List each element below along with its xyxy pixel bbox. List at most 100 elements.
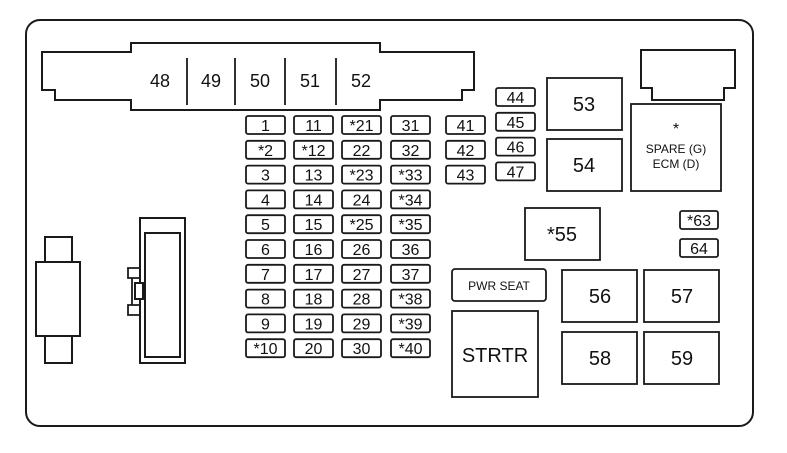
fuse-13-label: 13 bbox=[305, 168, 323, 185]
fuse-27-label: 27 bbox=[353, 267, 371, 284]
fuse-7-label: 7 bbox=[261, 267, 270, 284]
fuse-9 bbox=[245, 313, 286, 334]
top-right-connector-outline bbox=[640, 49, 736, 101]
fuse-31-label: 31 bbox=[402, 118, 420, 135]
relay-56 bbox=[561, 269, 638, 323]
fuse-30-label: 30 bbox=[353, 341, 371, 358]
fuse-star-38-label: *38 bbox=[398, 292, 422, 309]
fuse-43 bbox=[445, 164, 486, 185]
strtr-relay bbox=[451, 310, 539, 398]
fuse-63-label: *63 bbox=[687, 213, 711, 230]
pwr-seat-label: PWR SEAT bbox=[468, 279, 530, 293]
fuse-3 bbox=[245, 164, 286, 185]
fuse-star-25-label: *25 bbox=[349, 217, 373, 234]
fuse-22 bbox=[341, 139, 382, 160]
fuse-47-label: 47 bbox=[507, 164, 525, 181]
fuse-19-label: 19 bbox=[305, 316, 323, 333]
fuse-46-label: 46 bbox=[507, 140, 525, 157]
top-connector-outline bbox=[41, 42, 475, 111]
left-module-clip bbox=[127, 267, 140, 316]
relay-57-label: 57 bbox=[671, 286, 693, 308]
fuse-8-label: 8 bbox=[261, 292, 270, 309]
fuse-5 bbox=[245, 214, 286, 235]
fuse-42-label: 42 bbox=[457, 143, 475, 160]
left-module-tab bbox=[134, 282, 144, 300]
fuse-31 bbox=[390, 115, 431, 135]
relay-55 bbox=[524, 207, 601, 261]
fuse-star-12 bbox=[293, 139, 334, 160]
relay-59-label: 59 bbox=[671, 348, 693, 370]
fuse-41 bbox=[445, 115, 486, 135]
connector-label-48: 48 bbox=[150, 71, 170, 91]
fuse-1 bbox=[245, 115, 286, 135]
fuse-7 bbox=[245, 263, 286, 284]
fuse-42 bbox=[445, 139, 486, 160]
fuse-64 bbox=[679, 238, 719, 258]
fuse-20-label: 20 bbox=[305, 341, 323, 358]
relay-54 bbox=[546, 138, 623, 192]
fuse-6-label: 6 bbox=[261, 242, 270, 259]
connector-label-50: 50 bbox=[250, 71, 270, 91]
fuse-64-label: 64 bbox=[690, 241, 708, 258]
relay-57 bbox=[643, 269, 720, 323]
connector-label-49: 49 bbox=[201, 71, 221, 91]
fuse-4 bbox=[245, 189, 286, 210]
fuse-26-label: 26 bbox=[353, 242, 371, 259]
connector-label-52: 52 bbox=[351, 71, 371, 91]
fuse-43-label: 43 bbox=[457, 168, 475, 185]
fuse-star-2-label: *2 bbox=[258, 143, 273, 160]
fuse-1-label: 1 bbox=[261, 118, 270, 135]
fuse-17 bbox=[293, 263, 334, 284]
fuse-16 bbox=[293, 239, 334, 259]
fuse-46 bbox=[495, 136, 536, 157]
fuse-29 bbox=[341, 313, 382, 334]
fuse-20 bbox=[293, 338, 334, 359]
fuse-27 bbox=[341, 263, 382, 284]
fuse-37 bbox=[390, 263, 431, 284]
fuse-star-40 bbox=[390, 338, 431, 359]
relay-58-label: 58 bbox=[589, 348, 611, 370]
fuse-star-34-label: *34 bbox=[398, 192, 422, 209]
relay-59 bbox=[643, 331, 720, 385]
fuse-36-label: 36 bbox=[402, 242, 420, 259]
fuse-star-40-label: *40 bbox=[398, 341, 422, 358]
left-module-inner bbox=[144, 232, 181, 358]
fuse-45-label: 45 bbox=[507, 115, 525, 132]
fuse-36 bbox=[390, 239, 431, 259]
fuse-14-label: 14 bbox=[305, 192, 323, 209]
spare-line1: SPARE (G) bbox=[646, 142, 706, 156]
fuse-28 bbox=[341, 288, 382, 309]
spare-line2: ECM (D) bbox=[653, 157, 700, 171]
relay-53-label: 53 bbox=[573, 94, 595, 116]
fuse-44 bbox=[495, 87, 536, 107]
fuse-44-label: 44 bbox=[507, 90, 525, 107]
fuse-11 bbox=[293, 115, 334, 135]
fuse-63 bbox=[679, 210, 719, 230]
fuse-6 bbox=[245, 239, 286, 259]
relay-58 bbox=[561, 331, 638, 385]
connector-label-51: 51 bbox=[300, 71, 320, 91]
fuse-47 bbox=[495, 161, 536, 182]
pwr-seat-fuse bbox=[451, 268, 547, 302]
fuse-star-33-label: *33 bbox=[398, 168, 422, 185]
fuse-star-25 bbox=[341, 214, 382, 235]
fuse-14 bbox=[293, 189, 334, 210]
fuse-star-10 bbox=[245, 338, 286, 359]
fuse-11-label: 11 bbox=[305, 118, 322, 135]
fuse-star-21-label: *21 bbox=[349, 118, 373, 135]
fuse-13 bbox=[293, 164, 334, 185]
fuse-24 bbox=[341, 189, 382, 210]
fuse-29-label: 29 bbox=[353, 316, 371, 333]
fuse-9-label: 9 bbox=[261, 316, 270, 333]
left-connector-body bbox=[35, 261, 81, 337]
fuse-37-label: 37 bbox=[402, 267, 420, 284]
relay-53 bbox=[546, 77, 623, 131]
fuse-15 bbox=[293, 214, 334, 235]
fuse-24-label: 24 bbox=[353, 192, 371, 209]
fuse-star-2 bbox=[245, 139, 286, 160]
fuse-22-label: 22 bbox=[353, 143, 371, 160]
fuse-30 bbox=[341, 338, 382, 359]
fuse-32 bbox=[390, 139, 431, 160]
fuse-19 bbox=[293, 313, 334, 334]
